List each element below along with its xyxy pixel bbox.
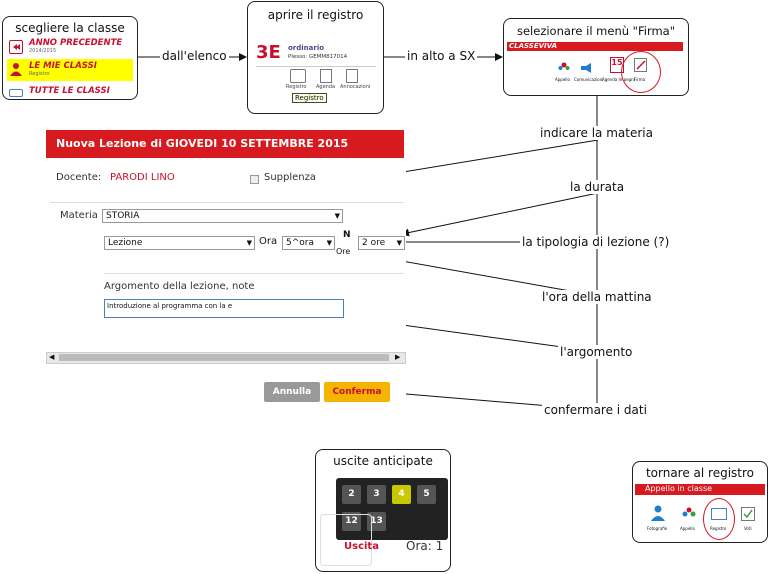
ore-label: Ore (336, 247, 351, 256)
step-uscite-anticipate: uscite anticipate 2 3 4 5 12 13 Uscita O… (315, 449, 451, 572)
user-icon (9, 62, 22, 76)
step-title: tornare al registro (645, 466, 755, 480)
uscita-ora: Ora: 1 (406, 539, 444, 553)
ora-value: 5^ora (286, 238, 314, 248)
firma-highlight-circle (621, 51, 661, 93)
class-option-label: TUTTE LE CLASSI (29, 86, 110, 96)
class-option-label: ANNO PRECEDENTE (29, 38, 123, 48)
appello-bar: Appello in classe (635, 484, 765, 495)
class-option-sub: 2014/2015 (29, 48, 57, 54)
annotation-ora: l'ora della mattina (540, 290, 654, 304)
icon-caption: Registro (286, 84, 307, 90)
icon-caption: Voti (744, 526, 752, 531)
annotation-tipologia: la tipologia di lezione (?) (520, 235, 672, 249)
icon-caption: Comunicazioni (574, 77, 604, 82)
class-option-tutte-classi[interactable]: TUTTE LE CLASSI (7, 85, 133, 97)
chevron-down-icon: ▼ (396, 239, 402, 247)
ora-option[interactable]: 3 (367, 485, 386, 504)
annotation-durata: la durata (568, 180, 627, 194)
argomento-value: Introduzione al programma con la e (107, 302, 233, 310)
docente-label: Docente: (56, 172, 102, 183)
materia-value: STORIA (106, 211, 140, 221)
class-option-sub: Registro (29, 71, 50, 77)
fotografie-icon[interactable] (651, 505, 665, 525)
step-title: aprire il registro (267, 8, 364, 22)
step-tornare-registro: tornare al registro Appello in classe Fo… (632, 461, 768, 543)
annotazioni-icon[interactable] (346, 69, 358, 83)
registro-tooltip: Registro (292, 93, 327, 103)
chevron-down-icon: ▼ (246, 239, 252, 247)
chevron-down-icon: ▼ (334, 212, 340, 220)
durata-select[interactable]: 2 ore ▼ (358, 236, 405, 250)
classeviva-bar: CLASSEVIVA (507, 42, 683, 51)
durata-value: 2 ore (362, 238, 386, 248)
agenda-icon[interactable] (320, 69, 332, 83)
tipologia-value: Lezione (108, 238, 143, 248)
step-title: scegliere la classe (15, 21, 125, 35)
registro-highlight-circle (703, 498, 735, 540)
icon-caption: Agenda Impegni (602, 77, 635, 82)
conferma-button[interactable]: Conferma (324, 382, 390, 402)
n-label: N (343, 230, 351, 240)
class-type: ordinario (288, 44, 325, 52)
comunicazioni-icon[interactable] (580, 59, 592, 78)
argomento-textarea[interactable]: Introduzione al programma con la e (104, 299, 344, 318)
scroll-left-icon[interactable]: ◀ (49, 353, 55, 361)
ora-option[interactable]: 2 (342, 485, 361, 504)
class-option-mie-classi[interactable]: LE MIE CLASSI Registro (7, 59, 133, 81)
annulla-button[interactable]: Annulla (264, 382, 320, 402)
list-icon (9, 89, 23, 97)
icon-caption: Agenda (316, 84, 336, 90)
ora-label: Ora (259, 236, 278, 247)
annotation-argomento: l'argomento (558, 345, 635, 359)
argomento-label: Argomento della lezione, note (104, 281, 255, 292)
scroll-right-icon[interactable]: ▶ (395, 353, 401, 361)
class-option-label: LE MIE CLASSI (29, 61, 97, 71)
appello-icon[interactable] (558, 59, 570, 71)
step-scegliere-classe: scegliere la classe ANNO PRECEDENTE 2014… (2, 16, 138, 100)
docente-value: PARODI LINO (110, 172, 175, 183)
ora-option-selected[interactable]: 4 (392, 485, 411, 504)
uscita-label: Uscita (344, 541, 379, 552)
bar-text: Appello in classe (645, 484, 713, 493)
step-title: uscite anticipate (333, 454, 433, 468)
icon-caption: Annocazioni (340, 84, 371, 90)
ora-option[interactable]: 12 (342, 512, 361, 531)
step-aprire-registro: aprire il registro 3E ordinario Plesso: … (247, 1, 384, 114)
connector-label-in-alto: in alto a SX (405, 49, 478, 63)
class-option-anno-precedente[interactable]: ANNO PRECEDENTE 2014/2015 (7, 38, 133, 55)
annotation-materia: indicare la materia (538, 126, 655, 140)
class-code: 3E (256, 42, 281, 63)
ora-select[interactable]: 5^ora ▼ (282, 236, 335, 250)
plesso-text: Plesso: GEMM817014 (288, 54, 348, 60)
tipologia-select[interactable]: Lezione ▼ (104, 236, 255, 250)
scroll-thumb[interactable] (59, 354, 389, 361)
form-header: Nuova Lezione di GIOVEDI 10 SETTEMBRE 20… (46, 130, 404, 158)
supplenza-checkbox[interactable] (250, 175, 259, 184)
supplenza-label: Supplenza (264, 172, 317, 183)
registro-icon-button[interactable] (290, 69, 306, 83)
brand-label: CLASSEVIVA (509, 42, 558, 50)
ora-option[interactable]: 5 (417, 485, 436, 504)
materia-select[interactable]: STORIA ▼ (102, 209, 343, 223)
horizontal-scrollbar[interactable]: ◀ ▶ (46, 352, 406, 364)
connector-label-dall-elenco: dall'elenco (160, 49, 229, 63)
annotation-confermare: confermare i dati (542, 403, 649, 417)
icon-caption: Appello (555, 77, 570, 82)
nuova-lezione-form: Nuova Lezione di GIOVEDI 10 SETTEMBRE 20… (46, 130, 406, 405)
icon-caption: Appello (680, 526, 695, 531)
step-selezionare-firma: selezionare il menù "Firma" CLASSEVIVA 1… (503, 18, 689, 96)
chevron-down-icon: ▼ (326, 239, 332, 247)
voti-icon[interactable] (741, 506, 755, 525)
calendar-back-icon (9, 40, 23, 54)
icon-caption: Fotografie (647, 526, 668, 531)
step-title: selezionare il menù "Firma" (516, 24, 676, 38)
materia-label: Materia (60, 210, 98, 221)
appello-icon[interactable] (682, 506, 696, 525)
